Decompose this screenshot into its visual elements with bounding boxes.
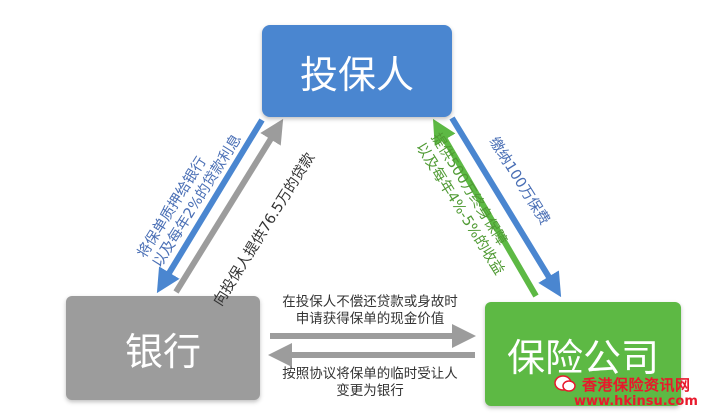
watermark-url: www.hkinsu.com: [574, 394, 698, 409]
arrow-investor-to-insurer: [449, 116, 562, 298]
watermark-name: 香港保险资讯网: [582, 376, 691, 394]
investor-box: 投保人: [262, 25, 452, 117]
chat-bubble-icon: [554, 375, 576, 392]
insurer-label: 保险公司: [506, 335, 659, 380]
investor-label: 投保人: [299, 52, 414, 97]
arrow-investor-to-bank: [156, 118, 265, 294]
edge-label-insurer-to-bank: 按照协议将保单的临时受让人 变更为银行: [282, 366, 458, 399]
bank-label: 银行: [124, 329, 201, 374]
bank-box: 银行: [66, 296, 260, 400]
insurer-box: 保险公司: [485, 302, 681, 406]
arrow-bank-to-investor: [173, 118, 284, 294]
edge-label-bank-to-insurer: 在投保人不偿还贷款或身故时 申请获得保单的现金价值: [282, 294, 458, 327]
arrow-insurer-to-investor: [432, 118, 539, 298]
